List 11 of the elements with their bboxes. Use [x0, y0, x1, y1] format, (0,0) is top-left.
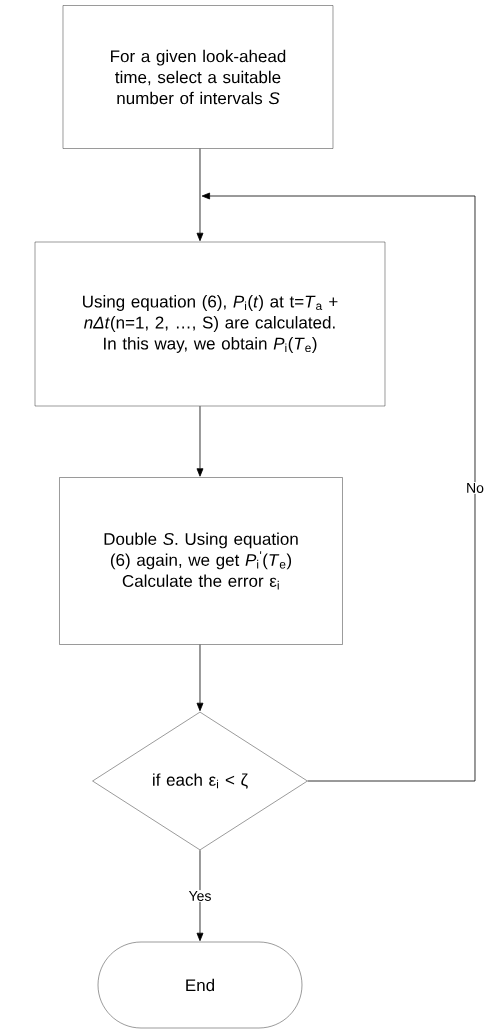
process-box: Double S. Using equation (6) again, we get P$_{i}$$^{'}$(T$_{e}$) Calculate the error ε$_{i}$	[59, 477, 343, 645]
arrow	[196, 148, 204, 242]
edge-label: No	[465, 482, 485, 494]
arrow	[196, 644, 204, 712]
process-box: Using equation (6), P$_{i}$(t) at t=T$_{a}$ + nΔt(n=1, 2, …, S) are calculated. In this way, we obtain P$_{i}$(T$_{e}$)	[34, 241, 386, 407]
terminal-box: End	[97, 941, 303, 1029]
arrow	[196, 849, 204, 942]
arrow	[196, 405, 204, 477]
edge-label: Yes	[187, 890, 213, 902]
arrow	[201, 192, 476, 782]
process-box: For a given look-ahead time, select a suitable number of intervals S	[62, 5, 334, 149]
